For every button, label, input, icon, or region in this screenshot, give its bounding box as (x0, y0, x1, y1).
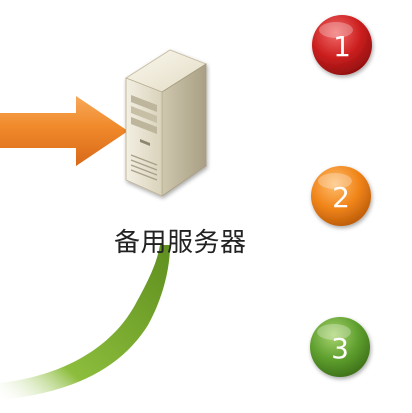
server-tower-icon (125, 49, 207, 197)
step-number-2: 2 (332, 181, 350, 214)
server-label: 备用服务器 (114, 228, 247, 258)
green-curve-arrow (0, 245, 170, 400)
step-number-1: 1 (333, 30, 351, 63)
step-badge-1: 1 (312, 15, 372, 75)
cropped-edge-text: J (0, 62, 2, 86)
orange-arrow (0, 96, 128, 166)
step-number-3: 3 (331, 332, 349, 365)
step-badge-3: 3 (310, 317, 370, 377)
step-badge-2: 2 (311, 166, 371, 226)
